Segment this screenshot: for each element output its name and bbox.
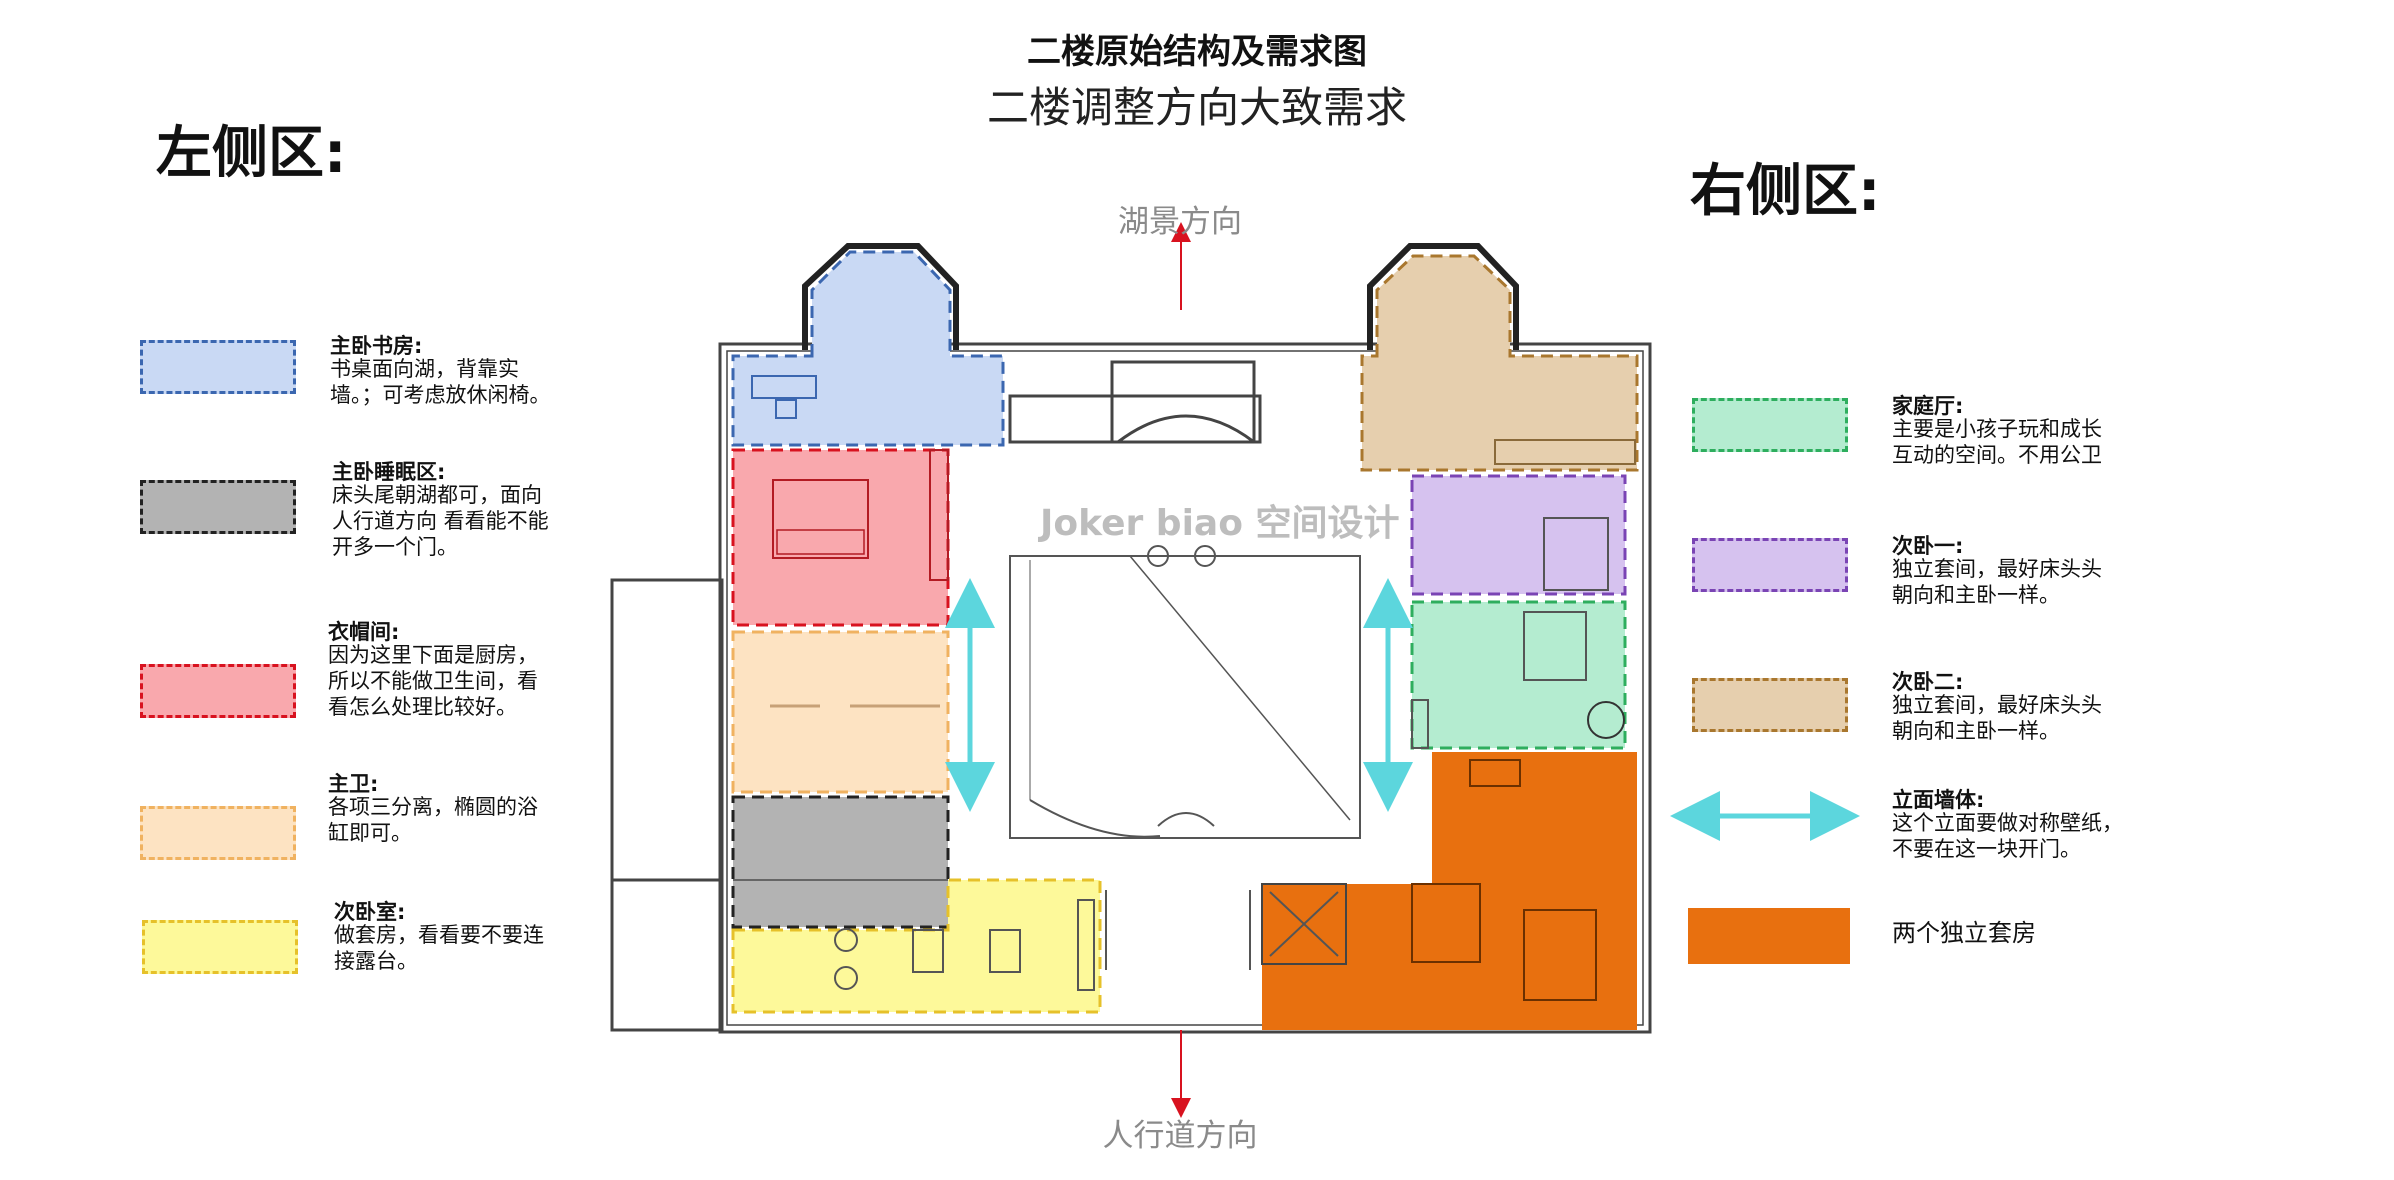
zone-bedroom-1 — [1410, 474, 1627, 596]
zone-independent-suites — [1262, 752, 1637, 1030]
legend-desc-bedroom-1: 独立套间，最好床头头 朝向和主卧一样。 — [1892, 557, 2102, 607]
legend-desc-guest-room: 做套房，看看要不要连 接露台。 — [334, 923, 544, 973]
legend-desc-closet: 因为这里下面是厨房， 所以不能做卫生间，看 看怎么处理比较好。 — [328, 643, 538, 719]
legend-swatch-master-bath — [140, 806, 296, 860]
exterior-walls — [610, 243, 1652, 1034]
zone-guest-room — [731, 878, 1102, 1014]
street-direction-label: 人行道方向 — [1102, 1118, 1258, 1154]
right-zone-heading: 右侧区: — [1690, 159, 1881, 224]
legend-desc-master-study: 书桌面向湖，背靠实 墙。；可考虑放休闲椅。 — [330, 357, 551, 407]
legend-swatch-master-study — [140, 340, 296, 394]
legend-title-family-hall: 家庭厅: — [1892, 394, 1964, 418]
diagram-subtitle: 二楼调整方向大致需求 — [986, 83, 1407, 132]
zone-closet — [731, 448, 950, 627]
legend-title-bedroom-1: 次卧一: — [1892, 534, 1964, 558]
legend-title-guest-room: 次卧室: — [334, 900, 406, 924]
legend-title-master-study: 主卧书房: — [330, 334, 423, 358]
legend-title-bedroom-2: 次卧二: — [1892, 670, 1964, 694]
zone-bedroom-2 — [1360, 254, 1639, 472]
watermark: Joker biao 空间设计 — [1040, 503, 1400, 544]
diagram-title: 二楼原始结构及需求图 — [1027, 32, 1367, 72]
lake-direction-label: 湖景方向 — [1118, 204, 1242, 240]
zone-master-sleep — [731, 795, 950, 929]
legend-swatch-bedroom-1 — [1692, 538, 1848, 592]
legend-swatch-closet — [140, 664, 296, 718]
legend-swatch-master-sleep — [140, 480, 296, 534]
legend-desc-master-sleep: 床头尾朝湖都可，面向 人行道方向 看看能不能 开多一个门。 — [332, 483, 549, 559]
legend-swatch-independent-suites — [1688, 908, 1850, 964]
left-zone-heading: 左侧区: — [156, 121, 347, 186]
legend-title-closet: 衣帽间: — [328, 620, 400, 644]
zone-family-hall — [1410, 600, 1627, 750]
legend-title-elevation-wall: 立面墙体: — [1892, 788, 1985, 812]
legend-desc-family-hall: 主要是小孩子玩和成长 互动的空间。不用公卫 — [1892, 417, 2102, 467]
legend-desc-master-bath: 各项三分离，椭圆的浴 缸即可。 — [328, 795, 538, 845]
zone-master-study — [731, 250, 1005, 447]
legend-swatch-family-hall — [1692, 398, 1848, 452]
zone-master-bath — [731, 630, 950, 794]
legend-desc-elevation-wall: 这个立面要做对称壁纸， 不要在这一块开门。 — [1892, 811, 2123, 861]
legend-title-master-sleep: 主卧睡眠区: — [332, 460, 446, 484]
legend-desc-independent-suites: 两个独立套房 — [1892, 919, 2036, 947]
legend-title-master-bath: 主卫: — [328, 772, 379, 796]
legend-swatch-guest-room — [142, 920, 298, 974]
legend-swatch-bedroom-2 — [1692, 678, 1848, 732]
central-void — [1009, 545, 1361, 970]
legend-desc-bedroom-2: 独立套间，最好床头头 朝向和主卧一样。 — [1892, 693, 2102, 743]
